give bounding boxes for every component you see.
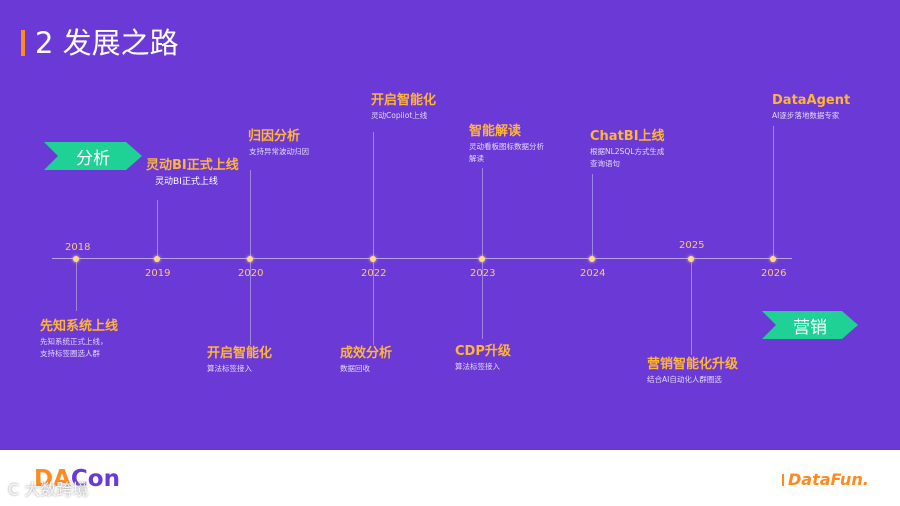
event-desc-2019: 灵动BI正式上线 xyxy=(155,177,218,187)
event-title-2023-top: 智能解读 xyxy=(469,124,522,139)
event-desc-2023-bottom: 算法标签接入 xyxy=(455,362,500,371)
title-accent-bar xyxy=(21,30,25,56)
event-title-2022-top: 开启智能化 xyxy=(371,93,437,108)
analysis-tag: 分析 xyxy=(44,142,142,170)
event-desc-2023-top: 灵动看板图标数据分析 xyxy=(469,142,544,151)
slide-title: 2 发展之路 xyxy=(35,26,179,60)
timeline-dot-2023 xyxy=(479,256,485,262)
event-desc2-2018: 支持标签圈选人群 xyxy=(40,349,100,358)
event-desc-2024: 根据NL2SQL方式生成 xyxy=(590,147,665,156)
watermark: C 大数跨境 xyxy=(8,480,89,499)
year-label-2018: 2018 xyxy=(65,242,91,253)
event-desc-2025: 结合AI自动化人群圈选 xyxy=(647,375,722,384)
event-title-2020-bottom: 开启智能化 xyxy=(207,346,273,361)
connector-2023-bottom xyxy=(482,259,483,339)
year-label-2023: 2023 xyxy=(470,268,496,279)
arrow-tag-icon xyxy=(44,142,142,170)
timeline-dot-2020 xyxy=(247,256,253,262)
connector-2026 xyxy=(773,126,774,258)
timeline-dot-2024 xyxy=(589,256,595,262)
event-desc-2018: 先知系统正式上线， xyxy=(40,337,108,346)
slide: 2 发展之路 分析 营销 2018 2019 2020 2022 2023 20… xyxy=(0,0,900,450)
event-title-2022-bottom: 成效分析 xyxy=(340,346,393,361)
event-desc-2020-top: 支持异常波动归因 xyxy=(249,147,309,156)
connector-2020-bottom xyxy=(250,259,251,345)
connector-2020-top xyxy=(250,170,251,258)
timeline-dot-2022 xyxy=(370,256,376,262)
marketing-tag: 营销 xyxy=(762,311,858,339)
event-desc-2020-bottom: 算法标签接入 xyxy=(207,364,252,373)
timeline-dot-2026 xyxy=(770,256,776,262)
year-label-2022: 2022 xyxy=(361,268,387,279)
connector-2025 xyxy=(691,259,692,355)
event-title-2024: ChatBI上线 xyxy=(590,129,665,144)
connector-2022-top xyxy=(373,132,374,258)
connector-2022-bottom xyxy=(373,259,374,345)
timeline-axis xyxy=(52,258,792,259)
connector-2018 xyxy=(76,259,77,311)
timeline-dot-2019 xyxy=(154,256,160,262)
connector-2024 xyxy=(592,174,593,258)
timeline-dot-2018 xyxy=(73,256,79,262)
dacon-logo: DACon xyxy=(34,466,120,492)
year-label-2026: 2026 xyxy=(761,268,787,279)
event-title-2019: 灵动BI正式上线 xyxy=(146,158,239,173)
event-title-2020-top: 归因分析 xyxy=(248,129,301,144)
year-label-2020: 2020 xyxy=(238,268,264,279)
event-desc2-2024: 查询语句 xyxy=(590,159,620,168)
event-title-2025: 营销智能化升级 xyxy=(647,357,739,372)
timeline-dot-2025 xyxy=(688,256,694,262)
year-label-2024: 2024 xyxy=(580,268,606,279)
event-desc-2022-bottom: 数据回收 xyxy=(340,364,370,373)
datafun-logo-icon xyxy=(782,474,784,486)
event-title-2018: 先知系统上线 xyxy=(40,319,119,334)
connector-2019 xyxy=(157,200,158,258)
event-desc2-2023-top: 解读 xyxy=(469,154,484,163)
year-label-2019: 2019 xyxy=(145,268,171,279)
arrow-tag-icon xyxy=(762,311,858,339)
event-title-2026: DataAgent xyxy=(772,93,851,108)
datafun-logo: DataFun. xyxy=(788,470,869,489)
event-desc-2026: AI逐步落地数据专家 xyxy=(772,111,840,120)
event-desc-2022-top: 灵动Copilot上线 xyxy=(371,111,428,120)
connector-2023-top xyxy=(482,168,483,258)
event-title-2023-bottom: CDP升级 xyxy=(455,344,511,359)
year-label-2025: 2025 xyxy=(679,240,705,251)
